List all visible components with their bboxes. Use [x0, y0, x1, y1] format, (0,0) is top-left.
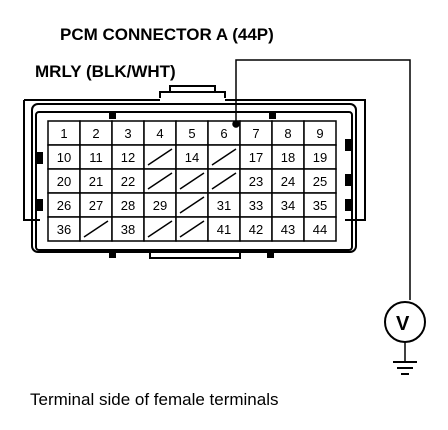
pin-cell — [303, 216, 337, 242]
pin-cell — [239, 120, 273, 146]
pin-label: 11 — [89, 150, 103, 165]
pin-label: 6 — [220, 126, 227, 141]
pin-cell — [47, 216, 81, 242]
pin-label: 27 — [89, 198, 103, 213]
pin-cell — [47, 192, 81, 218]
pin-label: 19 — [313, 150, 327, 165]
pin-label: 44 — [313, 222, 327, 237]
pin-label: 5 — [188, 126, 195, 141]
pin-label: 24 — [281, 174, 295, 189]
pin-cell — [143, 192, 177, 218]
diagram-title: PCM CONNECTOR A (44P) — [60, 25, 274, 44]
pin-label: 25 — [313, 174, 327, 189]
pin-cell — [175, 144, 209, 170]
empty-pin-slash — [179, 220, 205, 238]
empty-pin-slash — [147, 220, 173, 238]
pin-cell — [303, 120, 337, 146]
pin-cell — [207, 216, 241, 242]
empty-pin-slash — [147, 172, 173, 190]
wire-label: MRLY (BLK/WHT) — [35, 62, 176, 81]
pin-label: 7 — [252, 126, 259, 141]
pin-label: 43 — [281, 222, 295, 237]
svg-text:V: V — [396, 313, 410, 335]
pin-label: 29 — [153, 198, 167, 213]
pin-label: 20 — [57, 174, 71, 189]
pin-cell — [175, 120, 209, 146]
ground-icon — [393, 361, 417, 375]
pin-cell — [303, 168, 337, 194]
pin-label: 42 — [249, 222, 263, 237]
pin-label: 3 — [124, 126, 131, 141]
pin-label: 36 — [57, 222, 71, 237]
pin-label: 26 — [57, 198, 71, 213]
pin-label: 4 — [156, 126, 163, 141]
pin-label: 38 — [121, 222, 135, 237]
empty-pin-slash — [83, 220, 109, 238]
pin-cell — [239, 192, 273, 218]
pin-label: 8 — [284, 126, 291, 141]
pin-label: 41 — [217, 222, 231, 237]
pin-label: 18 — [281, 150, 295, 165]
pin-label: 31 — [217, 198, 231, 213]
pin-cell — [239, 168, 273, 194]
probe-wire — [232, 59, 411, 300]
pin-label: 10 — [57, 150, 71, 165]
pin-label: 22 — [121, 174, 135, 189]
pin-label: 1 — [60, 126, 67, 141]
pin-cell — [79, 192, 113, 218]
pin-label: 14 — [185, 150, 199, 165]
pin-label: 33 — [249, 198, 263, 213]
pin-cell — [303, 144, 337, 170]
caption: Terminal side of female terminals — [30, 390, 278, 409]
connector-housing — [23, 85, 366, 259]
empty-pin-slash — [179, 172, 205, 190]
empty-pin-slash — [147, 148, 173, 166]
pin-cell — [47, 120, 81, 146]
pin-cell — [239, 216, 273, 242]
empty-pin-slash — [211, 172, 237, 190]
pin-cell — [111, 216, 145, 242]
empty-pin-slash — [179, 196, 205, 214]
pin-label: 28 — [121, 198, 135, 213]
pin-label: 21 — [89, 174, 103, 189]
empty-pin-slash — [211, 148, 237, 166]
pin-label: 12 — [121, 150, 135, 165]
pin-label: 2 — [92, 126, 99, 141]
pin-cell — [47, 168, 81, 194]
voltmeter-icon: V — [384, 301, 426, 362]
pin-label: 23 — [249, 174, 263, 189]
pin-label: 34 — [281, 198, 295, 213]
pin-label: 17 — [249, 150, 263, 165]
pin-label: 35 — [313, 198, 327, 213]
pin-label: 9 — [316, 126, 323, 141]
